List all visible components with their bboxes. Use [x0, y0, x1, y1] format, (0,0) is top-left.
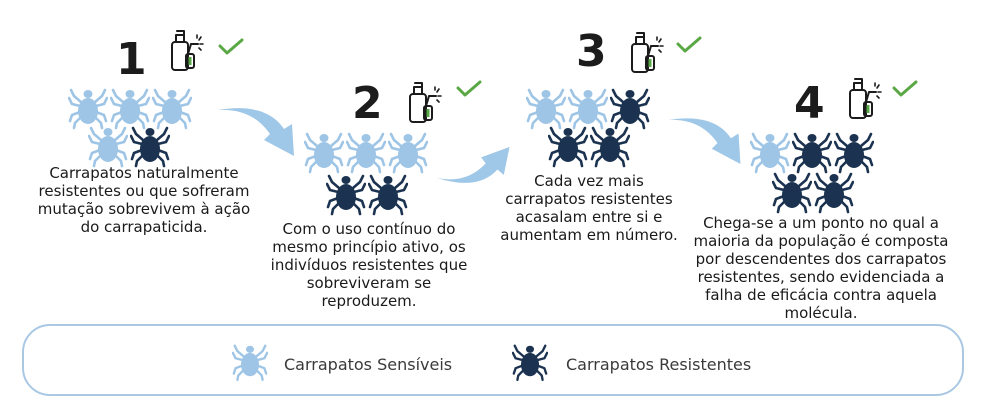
legend-resistant-label: Carrapatos Resistentes	[566, 355, 752, 374]
step-3-caption: Cada vez mais carrapatos resistentes aca…	[500, 172, 678, 244]
tick-sensitive-icon	[304, 128, 344, 174]
tick-resistant-icon	[512, 340, 548, 382]
step-2-caption: Com o uso contínuo do mesmo princípio at…	[270, 220, 468, 310]
checkmark-icon	[456, 80, 482, 98]
tick-sensitive-icon	[232, 340, 268, 382]
tick-resistant-icon	[368, 170, 408, 216]
tick-resistant-icon	[548, 122, 588, 168]
tick-resistant-icon	[130, 122, 170, 168]
sprayer-icon	[628, 30, 664, 76]
tick-sensitive-icon	[388, 128, 428, 174]
tick-resistant-icon	[772, 168, 812, 214]
sprayer-icon	[168, 28, 204, 74]
checkmark-icon	[892, 80, 918, 98]
step-2-number: 2	[352, 78, 383, 129]
curved-arrow-icon	[664, 114, 750, 172]
tick-sensitive-icon	[88, 122, 128, 168]
legend-sensitive-label: Carrapatos Sensíveis	[284, 355, 453, 374]
checkmark-icon	[218, 38, 244, 56]
tick-resistant-icon	[814, 168, 854, 214]
curved-arrow-icon	[214, 104, 304, 164]
tick-resistant-icon	[326, 170, 366, 216]
step-1-number: 1	[116, 34, 147, 85]
step-3-number: 3	[576, 26, 607, 77]
step-4-caption: Chega-se a um ponto no qual a maioria da…	[693, 214, 949, 322]
step-1-caption: Carrapatos naturalmente resistentes ou q…	[37, 164, 251, 236]
checkmark-icon	[676, 36, 702, 54]
step-4-number: 4	[794, 78, 825, 129]
sprayer-icon	[406, 80, 442, 126]
tick-sensitive-icon	[346, 128, 386, 174]
sprayer-icon	[846, 76, 882, 122]
legend	[22, 324, 964, 396]
tick-resistant-icon	[590, 122, 630, 168]
